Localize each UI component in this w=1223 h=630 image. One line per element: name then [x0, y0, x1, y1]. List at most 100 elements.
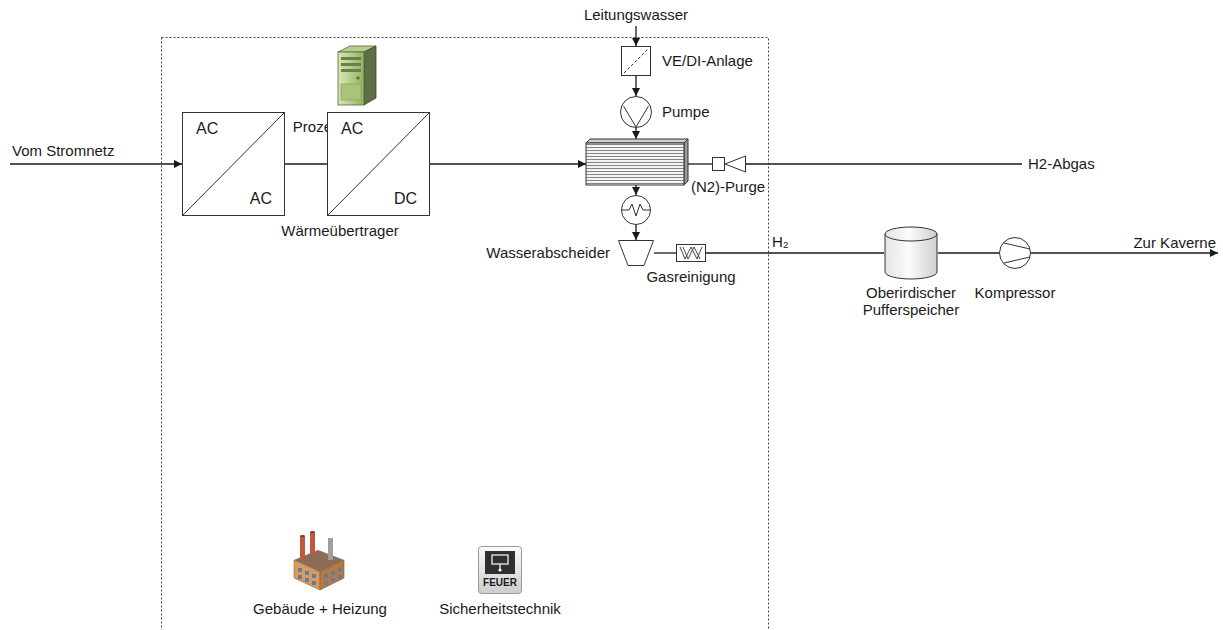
- connector: [285, 163, 327, 164]
- building-icon-part: [338, 575, 342, 579]
- connector: [654, 252, 676, 253]
- building-icon-part: [294, 560, 320, 590]
- server-icon-part: [364, 46, 376, 105]
- building-icon-part: [305, 578, 309, 582]
- node-label: Gasreinigung: [646, 268, 735, 285]
- purge-line: [688, 163, 712, 164]
- converter-box-part: [183, 113, 285, 216]
- building-icon-part: [310, 532, 315, 554]
- building-icon-part: [324, 581, 328, 585]
- gas-cleaning-box-part: [683, 247, 700, 259]
- building-icon: Gebäude + Heizung: [288, 530, 350, 592]
- compressor-symbol-part: [1004, 257, 1030, 263]
- node-label: Oberirdischer Pufferspeicher: [846, 284, 976, 318]
- converter-box-part: [328, 113, 429, 215]
- demineralizer-box-part: [624, 49, 648, 73]
- server-icon-part: [356, 76, 359, 79]
- compressor-symbol: Kompressor: [999, 237, 1031, 269]
- dc-line: [430, 163, 586, 164]
- building-icon-part: [310, 531, 315, 533]
- water-inlet-line: [635, 26, 636, 46]
- node-label: Pumpe: [662, 103, 710, 120]
- heat-exchanger-symbol-part: [622, 196, 651, 225]
- purge-valve-part: [725, 156, 746, 172]
- purge-valve-part: [713, 158, 725, 171]
- node-label: DC: [394, 190, 417, 208]
- converter-box: ACAC: [182, 112, 285, 216]
- building-icon-part: [300, 536, 305, 558]
- feed-line: [635, 128, 636, 139]
- fire-alarm-icon-part: [492, 555, 508, 564]
- server-icon-part: [341, 63, 361, 66]
- building-icon-part: [298, 568, 342, 585]
- node-label: VE/DI-Anlage: [662, 52, 753, 69]
- pump-symbol-part: [624, 106, 649, 127]
- product-line: [635, 185, 636, 195]
- server-icon-part: [341, 57, 361, 60]
- demineralizer-box: VE/DI-Anlage: [621, 46, 651, 76]
- stack-top: [586, 139, 688, 143]
- fire-alarm-icon-part: [485, 551, 515, 574]
- gas-cleaning-box-outline: [676, 244, 706, 262]
- node-label: AC: [341, 120, 363, 138]
- server-icon-part: [341, 84, 361, 100]
- free-label: Vom Stromnetz: [12, 142, 115, 159]
- free-label: Zur Kaverne: [1133, 234, 1216, 251]
- fire-alarm-icon-part: [499, 564, 500, 569]
- free-label: Leitungswasser: [584, 6, 688, 23]
- water-separator-part: [619, 241, 654, 266]
- connector: [635, 76, 636, 96]
- server-icon-part: [338, 52, 364, 105]
- heat-exchanger-symbol: Wärmeübertrager: [621, 195, 651, 225]
- building-icon-part: [312, 581, 316, 585]
- server-icon-part: [341, 69, 361, 72]
- building-icon-part: [328, 538, 333, 560]
- node-label: Sicherheitstechnik: [439, 600, 561, 617]
- pump-symbol-part: [621, 97, 652, 128]
- pump-symbol-outline: [620, 96, 652, 128]
- connector: [706, 252, 884, 253]
- buffer-tank-part: [885, 234, 937, 241]
- building-icon-part: [298, 575, 302, 579]
- node-label: Gebäude + Heizung: [253, 600, 387, 617]
- electrolyser-stack: [586, 143, 684, 185]
- building-icon-part: [331, 578, 335, 582]
- building-icon-part: [300, 535, 305, 537]
- buffer-tank-outline: [884, 226, 938, 280]
- building-icon-part: [320, 560, 344, 590]
- offgas-line: [746, 163, 1022, 164]
- heat-exchanger-symbol-part: [622, 204, 650, 216]
- cavern-line: [1031, 252, 1218, 253]
- water-separator: Wasserabscheider: [618, 240, 654, 266]
- building-icon-part: [305, 571, 309, 575]
- purge-valve: (N2)-Purge: [712, 155, 746, 173]
- free-label: H2-Abgas: [1028, 155, 1095, 172]
- compressor-symbol-part: [1000, 238, 1031, 269]
- demineralizer-box-part: [622, 47, 651, 76]
- grid-line: [10, 163, 182, 164]
- water-separator-outline: [618, 240, 654, 266]
- node-label: (N2)-Purge: [691, 178, 765, 195]
- building-icon-part: [298, 568, 302, 572]
- server-icon-outline: [336, 44, 378, 106]
- node-label: Kompressor: [975, 284, 1056, 301]
- connector: [635, 225, 636, 240]
- compressor-symbol-part: [1004, 243, 1030, 249]
- demineralizer-box-outline: [621, 46, 651, 76]
- edge-label: H₂: [770, 233, 791, 250]
- converter-box-part: [328, 113, 430, 216]
- gas-cleaning-box-part: [677, 245, 706, 262]
- purge-valve-outline: [712, 155, 746, 173]
- converter-box-part: [183, 113, 284, 215]
- server-icon: Prozess-Steuerung: [336, 44, 378, 106]
- building-icon-part: [312, 574, 316, 578]
- building-icon-part: [324, 574, 328, 578]
- gas-cleaning-box: Gasreinigung: [676, 244, 706, 262]
- gas-cleaning-box-part: [680, 247, 702, 259]
- node-label: Wasserabscheider: [486, 244, 610, 261]
- building-icon-outline: [288, 530, 350, 592]
- building-icon-part: [331, 571, 335, 575]
